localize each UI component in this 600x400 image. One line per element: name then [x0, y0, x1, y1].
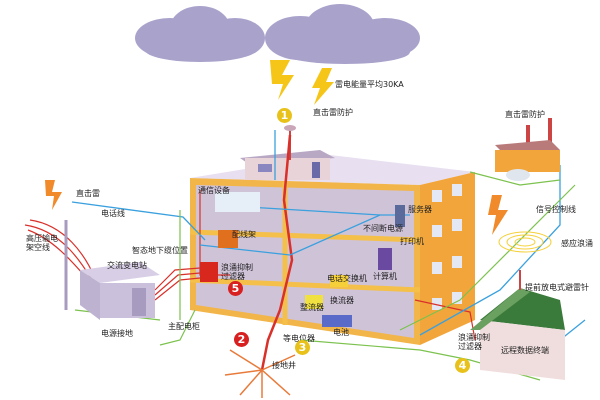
marker-5: 5	[228, 281, 243, 296]
label-main-panel: 主配电柜	[168, 322, 200, 331]
label-direct-strike: 直击雷	[76, 189, 100, 198]
server-unit	[395, 205, 405, 227]
label-ups: 不间断电源	[363, 224, 403, 233]
battery-unit	[322, 315, 352, 327]
marker-2: 2	[234, 332, 249, 347]
label-comm-equipment: 通信设备	[198, 186, 230, 195]
label-phone-line: 电话线	[101, 209, 125, 218]
marker-1: 1	[277, 108, 292, 123]
label-substation: 交流变电站	[107, 261, 147, 270]
label-surge-filter-main: 浪涌抑制过滤器	[221, 263, 253, 281]
rectifier-unit	[305, 295, 323, 309]
label-induced-surge: 感应浪涌	[561, 239, 593, 248]
induced-surge-waves	[498, 231, 552, 253]
label-patch-panel: 配线架	[232, 230, 256, 239]
label-early-streamer-rod: 提前放电式避雷针	[525, 283, 589, 292]
label-pbx: 电话交换机	[327, 274, 367, 283]
main-building	[189, 150, 475, 345]
comm-equipment	[215, 192, 260, 212]
label-server: 服务器	[408, 205, 432, 214]
label-underground-cable: 智态地下缆位置	[132, 246, 188, 255]
label-equipotential: 等电位器	[283, 334, 315, 343]
label-rectifier: 整流器	[300, 303, 324, 312]
label-hv-line: 高压输电架空线	[26, 234, 58, 252]
label-direct-protection-factory: 直击雷防护	[505, 110, 545, 119]
surge-filter-box	[200, 262, 218, 282]
patch-panel	[218, 230, 238, 248]
lightning-bolt-icon	[312, 68, 334, 105]
label-ground-well: 接地井	[272, 361, 296, 370]
label-direct-protection-main: 直击雷防护	[313, 108, 353, 117]
label-printer: 打印机	[400, 237, 424, 246]
label-power-ground: 电源接地	[101, 329, 133, 338]
factory	[495, 118, 560, 181]
label-inverter: 换流器	[330, 296, 354, 305]
label-computer: 计算机	[373, 272, 397, 281]
lightning-bolt-icon	[270, 60, 294, 100]
label-battery: 电池	[333, 328, 349, 337]
cloud-left	[135, 6, 265, 62]
label-remote-terminal: 远程数据终端	[501, 346, 549, 355]
cloud-right	[265, 4, 420, 64]
down-conductor	[260, 134, 294, 371]
computer-unit	[378, 248, 392, 270]
marker-3: 3	[295, 340, 310, 355]
ground-well-rays	[224, 349, 296, 398]
label-signal-control-line: 信号控制线	[536, 205, 576, 214]
marker-4: 4	[455, 358, 470, 373]
substation	[80, 262, 160, 320]
label-surge-filter-remote: 浪涌抑制过滤器	[458, 333, 490, 351]
pbx-unit	[330, 275, 348, 287]
label-lightning-energy: 雷电能量平均30KA	[335, 80, 404, 89]
remote-house	[470, 270, 565, 380]
